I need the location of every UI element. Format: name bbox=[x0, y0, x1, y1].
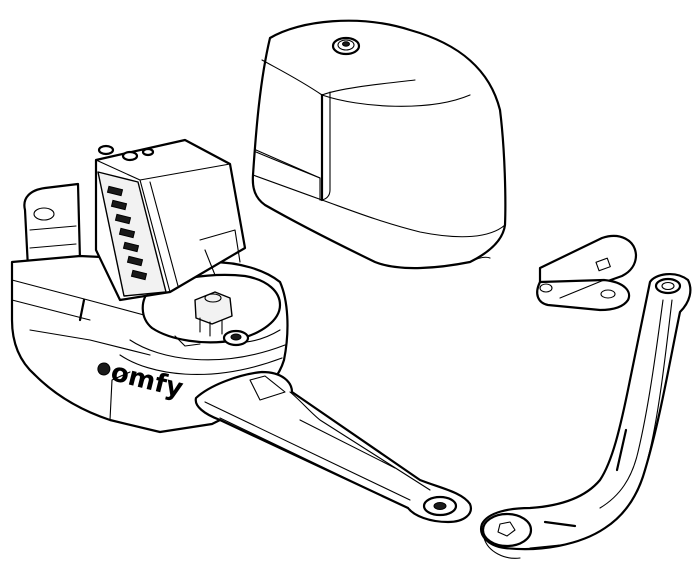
gate-bracket bbox=[536, 234, 638, 312]
motor-cover bbox=[251, 19, 507, 270]
motor-unit bbox=[10, 138, 289, 434]
curved-arm bbox=[480, 273, 692, 559]
straight-arm bbox=[194, 370, 472, 524]
terminal-slots bbox=[106, 185, 148, 281]
